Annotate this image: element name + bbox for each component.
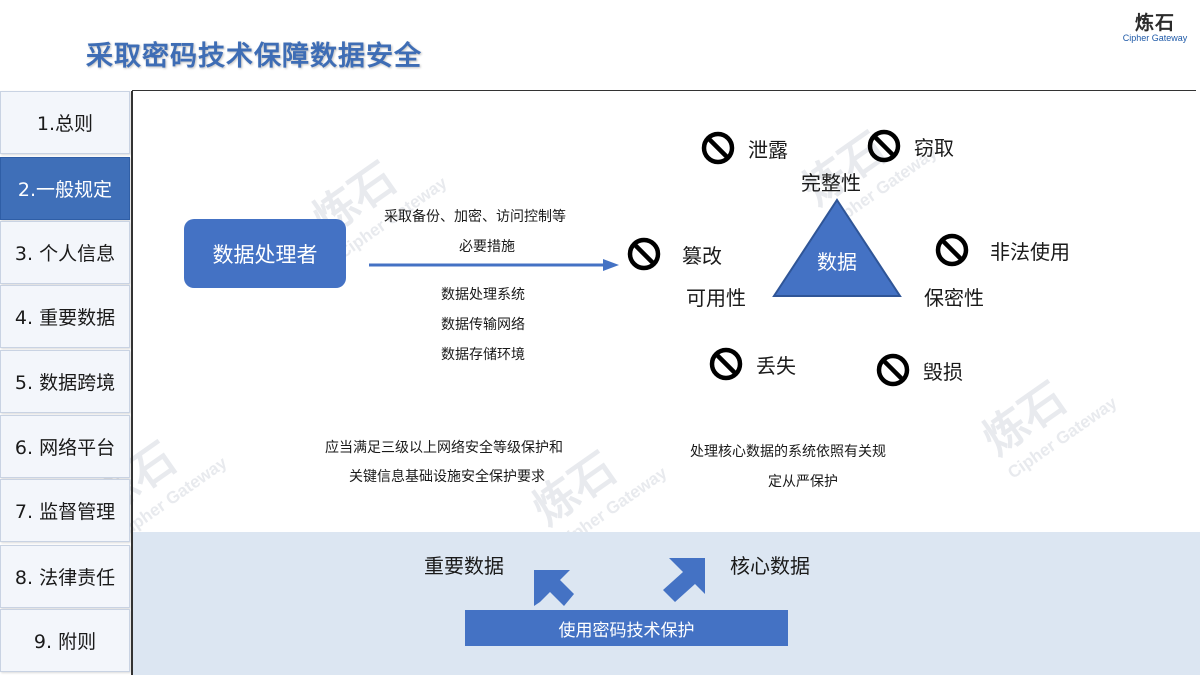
sidebar-item-important-data[interactable]: 4. 重要数据 — [0, 285, 130, 348]
threat-destroy: 毁损 — [875, 352, 963, 388]
logo-cn: 炼石 — [1134, 12, 1175, 34]
prohibited-icon — [935, 233, 969, 267]
requirement-right-1: 处理核心数据的系统依照有关规 — [690, 444, 886, 460]
requirement-right-2: 定从严保护 — [768, 474, 838, 490]
prohibited-icon — [867, 129, 901, 163]
important-data-label: 重要数据 — [424, 554, 504, 578]
property-availability: 可用性 — [686, 286, 746, 310]
logo-en: Cipher Gateway — [1122, 33, 1188, 43]
threat-illegal-use: 非法使用 — [934, 232, 1070, 268]
sidebar-item-personal-info[interactable]: 3. 个人信息 — [0, 221, 130, 284]
system-item: 数据处理系统 — [441, 287, 525, 303]
system-item: 数据传输网络 — [441, 317, 525, 333]
arrow-up-right-icon — [663, 558, 705, 602]
requirement-left-2: 关键信息基础设施安全保护要求 — [349, 469, 545, 485]
sidebar-nav: 1.总则 2.一般规定 3. 个人信息 4. 重要数据 5. 数据跨境 6. 网… — [0, 91, 132, 675]
sidebar-item-cross-border[interactable]: 5. 数据跨境 — [0, 350, 130, 413]
data-center-label: 数据 — [817, 250, 857, 274]
page-title: 采取密码技术保障数据安全 — [86, 41, 422, 72]
threat-steal: 窃取 — [866, 128, 954, 164]
arrow-up-right-icon — [534, 570, 574, 606]
threat-lose: 丢失 — [708, 346, 796, 382]
sidebar-item-legal-liability[interactable]: 8. 法律责任 — [0, 545, 130, 608]
system-item: 数据存储环境 — [441, 347, 525, 363]
logo: 炼石 Cipher Gateway — [1118, 8, 1192, 43]
threat-tamper: 篡改 — [626, 236, 722, 272]
threat-leak: 泄露 — [700, 130, 788, 166]
sidebar-divider — [131, 91, 133, 675]
header-divider — [132, 90, 1196, 91]
core-data-label: 核心数据 — [730, 554, 810, 578]
crypto-protection-band — [133, 532, 1200, 675]
data-triangle — [772, 198, 902, 297]
use-crypto-protection-button[interactable]: 使用密码技术保护 — [465, 610, 788, 646]
sidebar-item-network-platform[interactable]: 6. 网络平台 — [0, 415, 130, 478]
measures-text-2: 必要措施 — [459, 239, 515, 255]
prohibited-icon — [627, 237, 661, 271]
property-confidentiality: 保密性 — [924, 286, 984, 310]
requirement-left-1: 应当满足三级以上网络安全等级保护和 — [325, 440, 563, 456]
prohibited-icon — [701, 131, 735, 165]
data-processor-box: 数据处理者 — [184, 219, 346, 288]
sidebar-item-supervision[interactable]: 7. 监督管理 — [0, 479, 130, 542]
process-arrow — [369, 259, 619, 271]
property-integrity: 完整性 — [801, 171, 861, 195]
sidebar-item-supplementary[interactable]: 9. 附则 — [0, 609, 130, 672]
prohibited-icon — [709, 347, 743, 381]
sidebar-item-general-principles[interactable]: 1.总则 — [0, 91, 130, 154]
sidebar-item-general-provisions[interactable]: 2.一般规定 — [0, 157, 130, 220]
prohibited-icon — [876, 353, 910, 387]
measures-text: 采取备份、加密、访问控制等 — [384, 209, 566, 225]
